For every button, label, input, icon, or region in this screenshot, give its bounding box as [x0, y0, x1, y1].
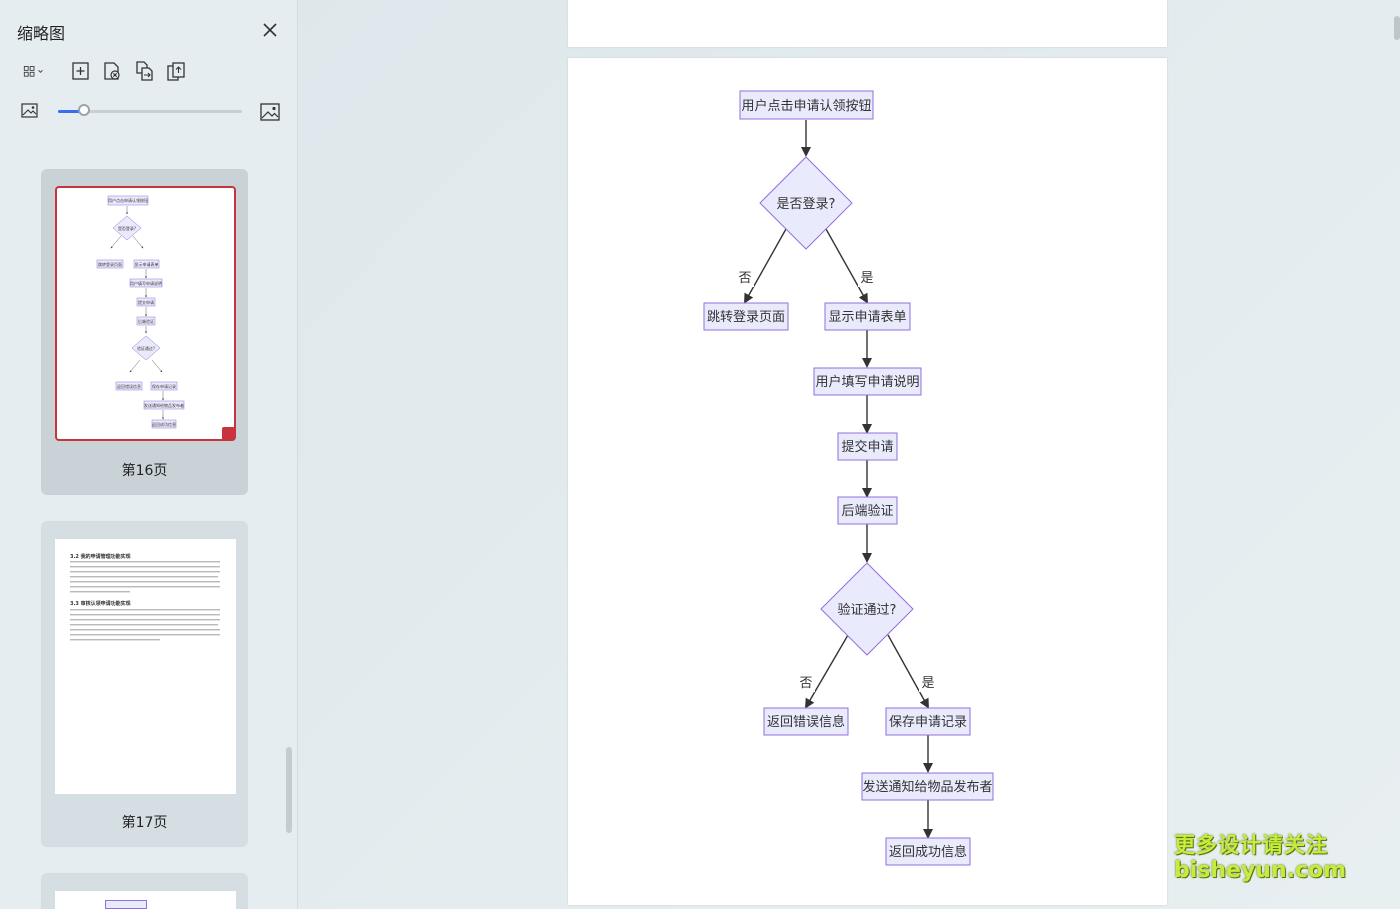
node-text: 发送通知给物品发布者	[862, 779, 992, 795]
delete-page-icon[interactable]	[101, 60, 123, 82]
node-text: 用户填写申请说明	[815, 374, 919, 390]
node-return-error	[763, 707, 849, 736]
thumb-node-submit	[136, 297, 156, 307]
sidebar-scrollbar[interactable]	[286, 747, 292, 833]
node-show-form	[824, 302, 911, 331]
node-submit	[837, 432, 898, 461]
zoom-slider-fill	[58, 110, 84, 113]
zoom-slider-handle[interactable]	[77, 104, 90, 116]
node-save-record	[885, 707, 971, 736]
thumbnail-label: 第16页	[121, 463, 168, 479]
extract-page-icon[interactable]	[165, 60, 187, 82]
thumb-heading: 3.2 我的申请管理功能实现	[70, 554, 131, 560]
thumbnail-page-16[interactable]: 用户点击申请认领按钮 是否登录? 跳转登录页面 显示申请表单 用户填写申请说明 …	[41, 169, 248, 495]
thumb-node-save	[150, 381, 178, 391]
site-watermark: 更多设计请关注 bisheyun.com	[1174, 832, 1346, 884]
node-fill-description	[813, 367, 922, 396]
thumb-node-redirect	[96, 259, 124, 269]
edge-label-no: 否	[738, 271, 751, 286]
grid-view-icon[interactable]	[23, 60, 57, 82]
node-backend-verify	[837, 496, 898, 525]
add-page-icon[interactable]	[70, 60, 92, 82]
thumb-text-lines	[70, 561, 220, 641]
thumb-text: 跳转登录页面	[98, 261, 122, 267]
thumb-heading: 3.3 审核认领申请功能实现	[70, 601, 131, 607]
edge-label-yes: 是	[921, 676, 934, 691]
thumb-node-fill	[129, 278, 163, 288]
edge-label-no: 否	[799, 676, 812, 691]
node-text: 返回成功信息	[889, 844, 967, 860]
thumb-text: 后端验证	[138, 318, 154, 324]
thumb-text: 显示申请表单	[135, 261, 159, 267]
close-icon[interactable]	[260, 20, 280, 40]
thumbnail-page-17[interactable]: 3.2 我的申请管理功能实现 3.3 审核认领申请功能实现 第17页	[41, 521, 248, 847]
thumb-node-notify	[143, 400, 185, 410]
edge-label-yes: 是	[860, 271, 873, 286]
edge	[825, 228, 868, 304]
document-scrollbar[interactable]	[1394, 16, 1400, 40]
node-text: 跳转登录页面	[707, 310, 785, 325]
zoom-in-image-icon[interactable]	[259, 101, 281, 123]
thumb-node-form	[133, 259, 160, 269]
thumbnail-label: 第17页	[121, 815, 168, 831]
thumbnail-page-18[interactable]	[41, 873, 248, 909]
node-text: 返回错误信息	[767, 714, 845, 730]
node-text: 显示申请表单	[828, 310, 906, 325]
panel-title: 缩略图	[17, 24, 66, 43]
node-text: 用户点击申请认领按钮	[741, 98, 871, 114]
thumb-text: 返回错误信息	[117, 383, 141, 389]
thumb-decision-login	[112, 215, 142, 241]
thumb-node-error	[115, 381, 143, 391]
thumb-text: 用户点击申请认领按钮	[108, 197, 148, 203]
thumb-node-success	[151, 419, 177, 429]
node-text: 是否登录?	[777, 197, 836, 212]
watermark-line1: 更多设计请关注	[1174, 833, 1328, 857]
thumb-text: 是否登录?	[118, 225, 136, 231]
selected-badge	[222, 427, 235, 440]
zoom-slider[interactable]	[58, 104, 242, 116]
node-redirect-login	[703, 302, 789, 331]
decision-logged-in	[759, 156, 853, 250]
document-page-15	[568, 0, 1167, 47]
thumb-text: 验证通过?	[137, 345, 155, 351]
thumbnail-page-17-preview[interactable]: 3.2 我的申请管理功能实现 3.3 审核认领申请功能实现	[55, 539, 236, 794]
replace-page-icon[interactable]	[133, 60, 155, 82]
thumb-text: 提交申请	[138, 299, 154, 305]
watermark-line2: bisheyun.com	[1174, 858, 1347, 883]
thumb-text: 用户填写申请说明	[130, 280, 162, 286]
zoom-out-image-icon[interactable]	[20, 101, 40, 121]
edge	[887, 634, 929, 709]
thumbnail-flowchart: 用户点击申请认领按钮 是否登录? 跳转登录页面 显示申请表单 用户填写申请说明 …	[96, 195, 185, 429]
node-notify-publisher	[861, 772, 994, 801]
node-text: 后端验证	[841, 503, 893, 519]
node-text: 提交申请	[841, 439, 893, 455]
edge	[744, 228, 787, 304]
thumb-node-verify	[136, 316, 156, 326]
thumb-node	[105, 900, 147, 909]
node-text: 保存申请记录	[889, 715, 967, 730]
document-page-16: 否 是 否 是 用户点击申请认领按钮 是否登录? 跳转登录页面 显	[568, 58, 1167, 905]
thumbnail-page-16-preview[interactable]: 用户点击申请认领按钮 是否登录? 跳转登录页面 显示申请表单 用户填写申请说明 …	[55, 186, 236, 441]
thumb-text: 保存申请记录	[152, 383, 176, 389]
decision-verified	[820, 562, 914, 656]
thumbnail-page-18-preview[interactable]	[55, 891, 236, 909]
node-return-success	[885, 837, 971, 866]
flowchart: 否 是 否 是 用户点击申请认领按钮 是否登录? 跳转登录页面 显	[703, 90, 994, 866]
edge	[804, 634, 849, 709]
thumbnail-panel: 缩略图	[0, 0, 298, 909]
thumb-node-start	[107, 195, 149, 206]
thumb-text: 返回成功信息	[152, 421, 176, 427]
node-start	[739, 90, 874, 120]
thumb-decision-pass	[131, 335, 161, 361]
node-text: 验证通过?	[838, 602, 897, 618]
thumb-text: 发送通知给物品发布者	[144, 402, 184, 408]
